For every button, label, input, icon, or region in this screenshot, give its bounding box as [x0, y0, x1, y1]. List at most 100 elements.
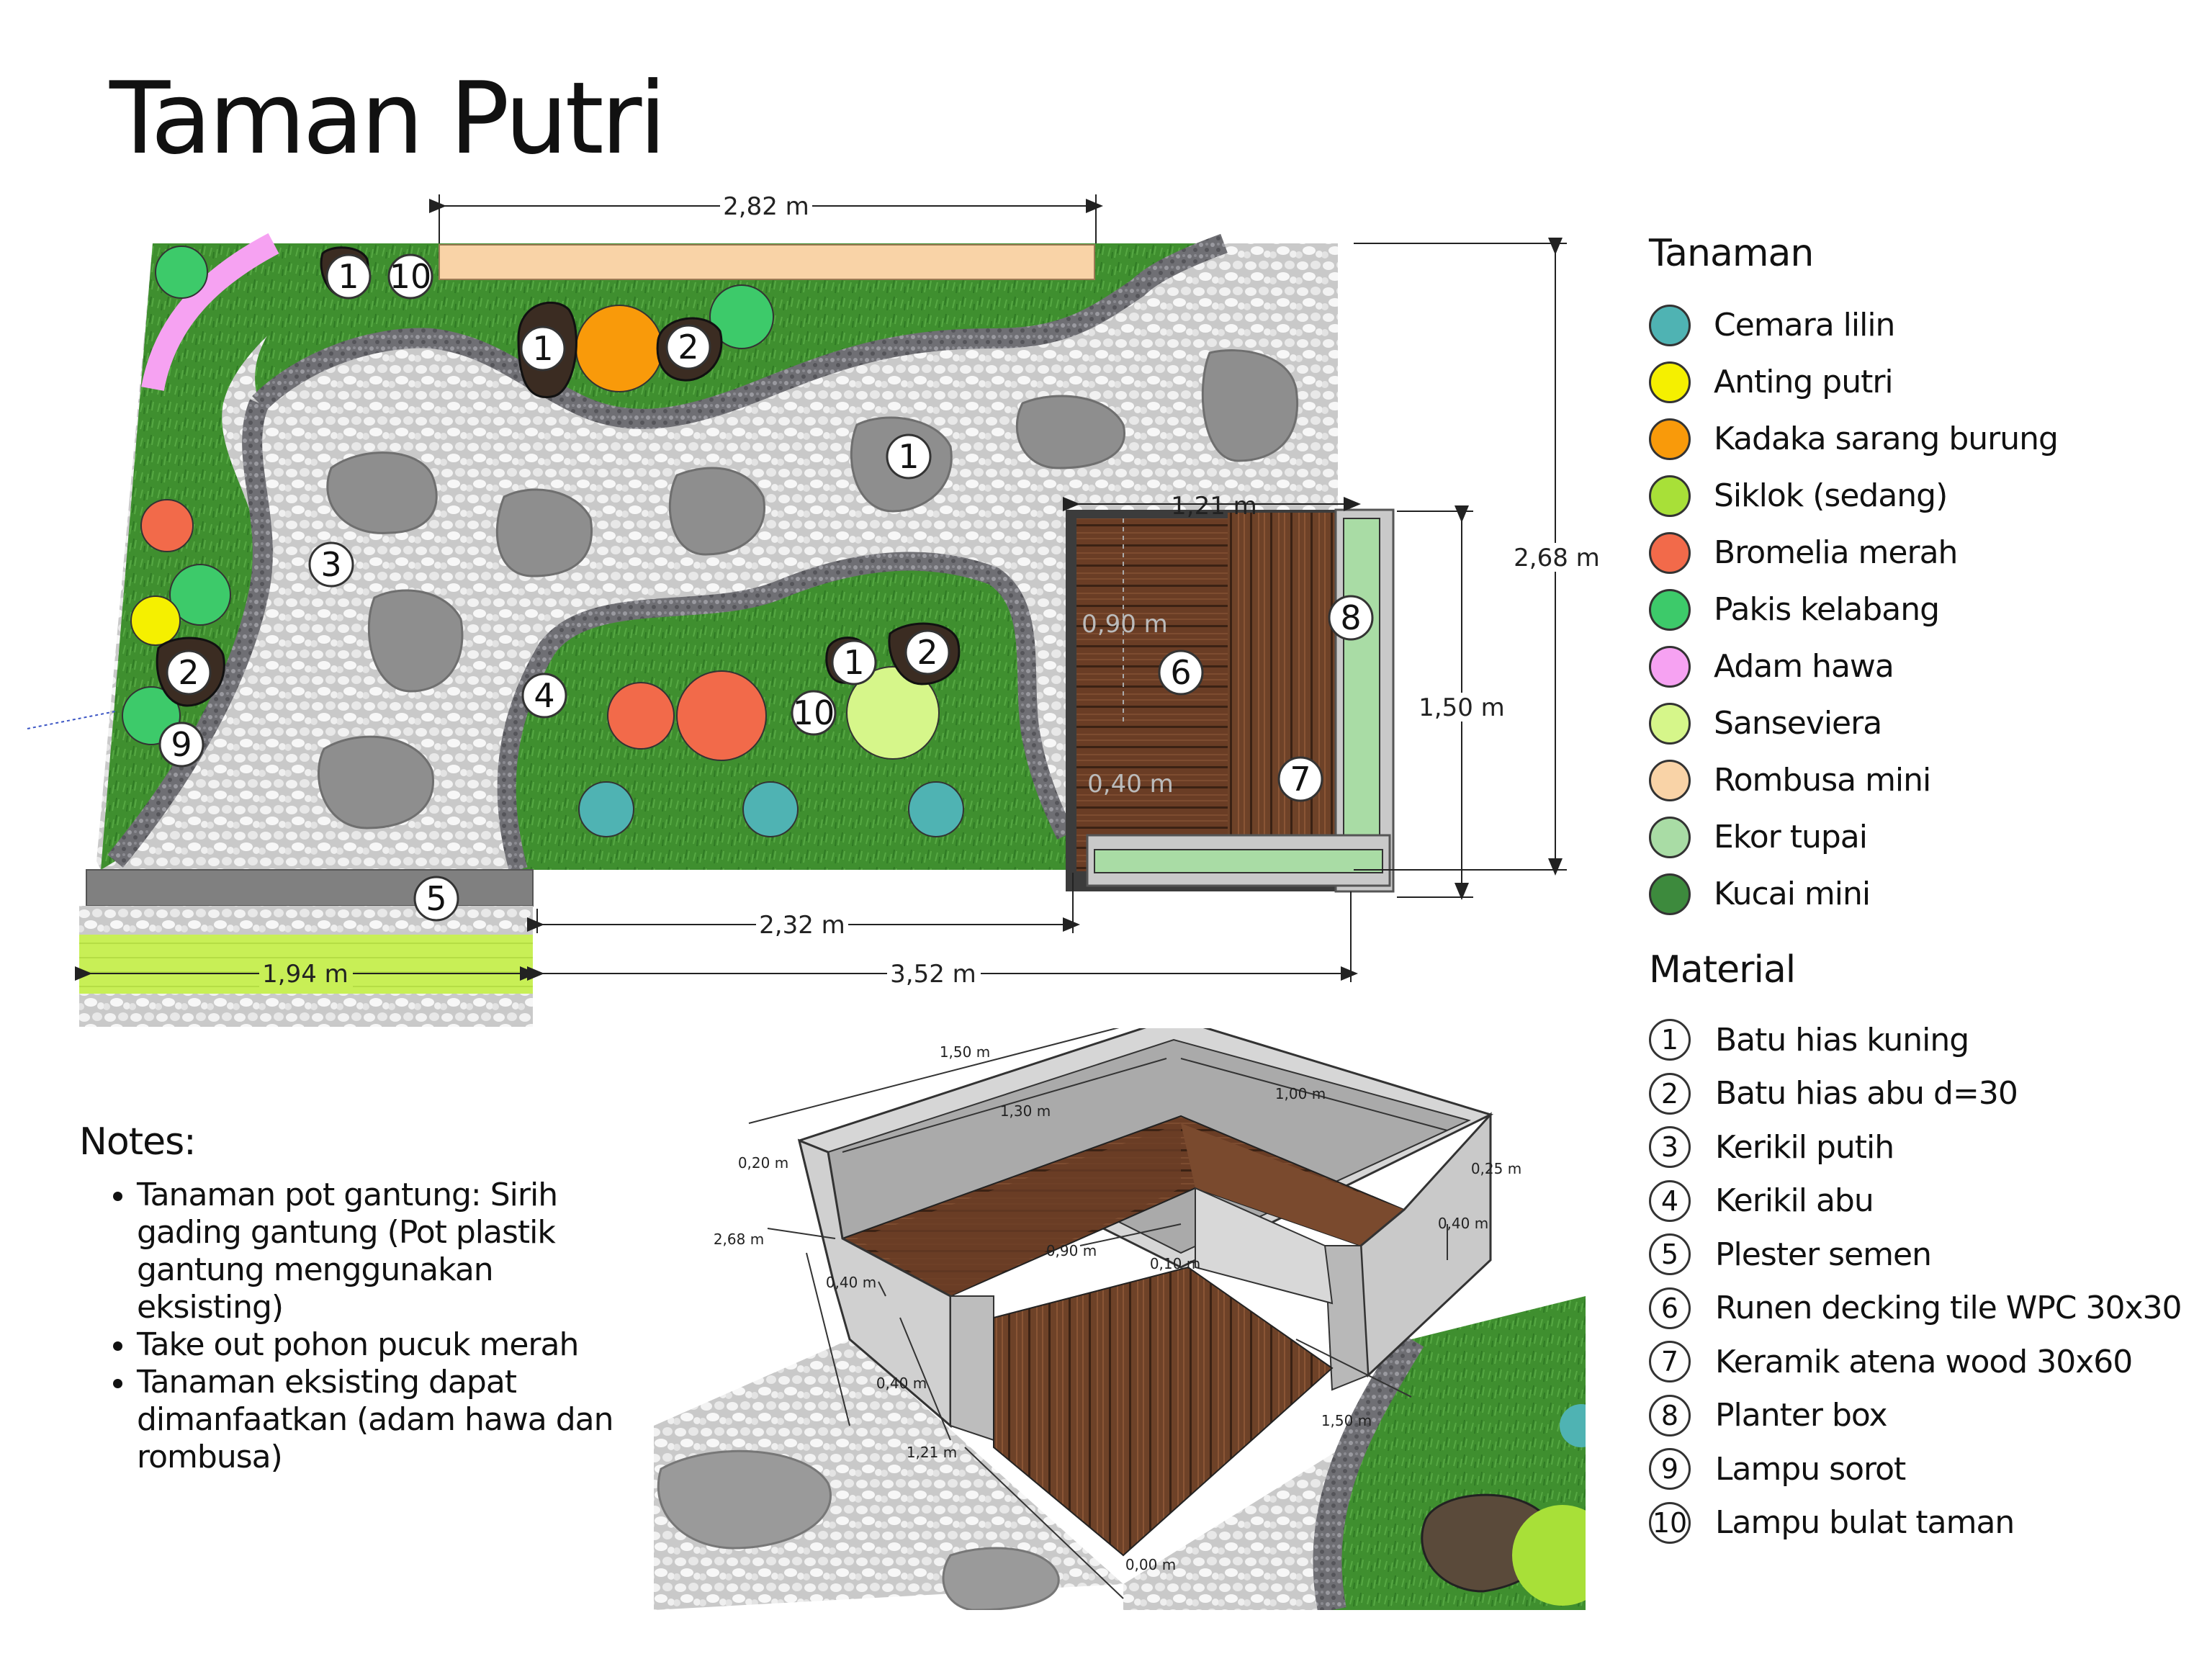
- marker-circle: [665, 324, 711, 370]
- iso-dim: 0,10 m: [1150, 1255, 1200, 1272]
- plant-swatch: [1649, 816, 1691, 858]
- material-legend-item: 8 Planter box: [1649, 1389, 2196, 1443]
- marker-circle: [904, 629, 950, 675]
- material-name: Planter box: [1715, 1397, 1888, 1434]
- iso-dim: 1,50 m: [1321, 1412, 1372, 1429]
- plant-swatch: [1649, 418, 1691, 460]
- marker-circle: [831, 639, 877, 685]
- dim-deck-depth: 0,90 m: [1082, 610, 1168, 639]
- dim-bench-width: 1,21 m: [1171, 492, 1257, 521]
- marker-circle: [158, 721, 204, 768]
- plant-name: Bromelia merah: [1714, 534, 1958, 571]
- plant-name: Kadaka sarang burung: [1714, 421, 2059, 457]
- plan-marker: 1: [338, 257, 359, 296]
- material-name: Lampu sorot: [1715, 1450, 1906, 1488]
- plan-marker: 1: [843, 643, 864, 682]
- plant-legend-item: Adam hawa: [1649, 638, 2196, 695]
- plant-name: Kucai mini: [1714, 876, 1871, 912]
- plant-swatch: [1649, 361, 1691, 403]
- plan-marker: 5: [426, 879, 446, 918]
- notes-panel: Notes: Tanaman pot gantung: Sirih gading…: [79, 1120, 626, 1476]
- iso-dim: 0,40 m: [876, 1375, 927, 1392]
- dim-bottom-left-width: 1,94 m: [262, 960, 349, 989]
- plant-name: Adam hawa: [1714, 648, 1894, 685]
- material-legend-item: 1 Batu hias kuning: [1649, 1013, 2196, 1067]
- plant-legend-item: Pakis kelabang: [1649, 581, 2196, 638]
- material-name: Batu hias kuning: [1715, 1021, 1969, 1058]
- dim-top-width: 2,82 m: [723, 192, 809, 221]
- material-number: 3: [1649, 1126, 1691, 1169]
- iso-dim: 0,90 m: [1046, 1242, 1097, 1259]
- plant-legend-item: Bromelia merah: [1649, 524, 2196, 581]
- marker-circle: [325, 253, 372, 300]
- marker-circle: [308, 541, 354, 588]
- plant-legend-item: Sanseviera: [1649, 695, 2196, 752]
- dim-deck-front: 0,40 m: [1087, 770, 1174, 799]
- material-number: 6: [1649, 1287, 1691, 1329]
- marker-circle: [166, 649, 212, 696]
- material-legend-item: 2 Batu hias abu d=30: [1649, 1067, 2196, 1121]
- isometric-view: 1,50 m 1,30 m 1,00 m 0,20 m 0,25 m 2,68 …: [654, 1028, 1586, 1610]
- iso-dim: 1,00 m: [1275, 1085, 1326, 1102]
- material-number: 8: [1649, 1394, 1691, 1437]
- plant-swatch: [1649, 304, 1691, 346]
- material-number: 4: [1649, 1179, 1691, 1222]
- material-number: 7: [1649, 1341, 1691, 1383]
- dim-mid-width: 2,32 m: [759, 911, 845, 940]
- plant-legend-item: Kucai mini: [1649, 866, 2196, 922]
- material-name: Lampu bulat taman: [1715, 1504, 2015, 1542]
- marker-circle: [520, 325, 566, 372]
- note-item: Tanaman pot gantung: Sirih gading gantun…: [137, 1177, 626, 1326]
- site-plan: 1 10 1 2 1 3 2 9 4 1 2 10 6 8: [27, 192, 1606, 1027]
- notes-heading: Notes:: [79, 1120, 197, 1164]
- iso-dim: 0,00 m: [1125, 1556, 1176, 1573]
- plant-swatch: [1649, 645, 1691, 688]
- plant-legend-item: Anting putri: [1649, 354, 2196, 410]
- plan-marker: 3: [320, 545, 341, 584]
- material-legend-item: 10 Lampu bulat taman: [1649, 1496, 2196, 1550]
- plant-legend-item: Siklok (sedang): [1649, 467, 2196, 524]
- plant-legend-item: Cemara lilin: [1649, 297, 2196, 354]
- marker-circle: [1158, 649, 1204, 696]
- plant-legend-item: Ekor tupai: [1649, 809, 2196, 866]
- iso-dim: 2,68 m: [714, 1231, 764, 1248]
- material-legend-item: 7 Keramik atena wood 30x60: [1649, 1335, 2196, 1389]
- note-item: Take out pohon pucuk merah: [137, 1326, 626, 1364]
- plant-swatch: [1649, 702, 1691, 745]
- iso-dim: 0,20 m: [738, 1154, 788, 1172]
- material-number: 9: [1649, 1448, 1691, 1491]
- plan-marker: 6: [1170, 653, 1191, 692]
- iso-dim: 0,40 m: [826, 1274, 876, 1291]
- material-name: Runen decking tile WPC 30x30: [1715, 1290, 2182, 1327]
- material-name: Batu hias abu d=30: [1715, 1075, 2018, 1112]
- material-number: 10: [1649, 1501, 1691, 1544]
- plant-name: Cemara lilin: [1714, 307, 1895, 343]
- iso-dim: 1,50 m: [940, 1043, 990, 1061]
- iso-dim: 1,30 m: [1000, 1102, 1051, 1120]
- dim-bottom-total-width: 3,52 m: [890, 960, 976, 989]
- marker-circle: [1277, 756, 1323, 802]
- plan-marker: 2: [178, 653, 199, 692]
- plan-marker: 2: [917, 633, 938, 672]
- material-number: 2: [1649, 1072, 1691, 1115]
- plant-name: Anting putri: [1714, 364, 1894, 400]
- plant-swatch: [1649, 475, 1691, 517]
- marker-circle: [791, 690, 837, 736]
- iso-dim: 0,25 m: [1471, 1160, 1521, 1177]
- iso-dim: 0,40 m: [1438, 1215, 1488, 1232]
- plant-name: Rombusa mini: [1714, 762, 1931, 799]
- note-item: Tanaman eksisting dapat dimanfaatkan (ad…: [137, 1364, 626, 1476]
- plant-legend-item: Rombusa mini: [1649, 752, 2196, 809]
- plan-marker: 10: [390, 257, 432, 296]
- page-title: Taman Putri: [109, 60, 667, 176]
- material-number: 1: [1649, 1019, 1691, 1061]
- dim-total-height: 2,68 m: [1514, 544, 1600, 572]
- plan-marker: 1: [898, 437, 919, 476]
- material-name: Kerikil abu: [1715, 1182, 1874, 1220]
- material-name: Keramik atena wood 30x60: [1715, 1343, 2133, 1380]
